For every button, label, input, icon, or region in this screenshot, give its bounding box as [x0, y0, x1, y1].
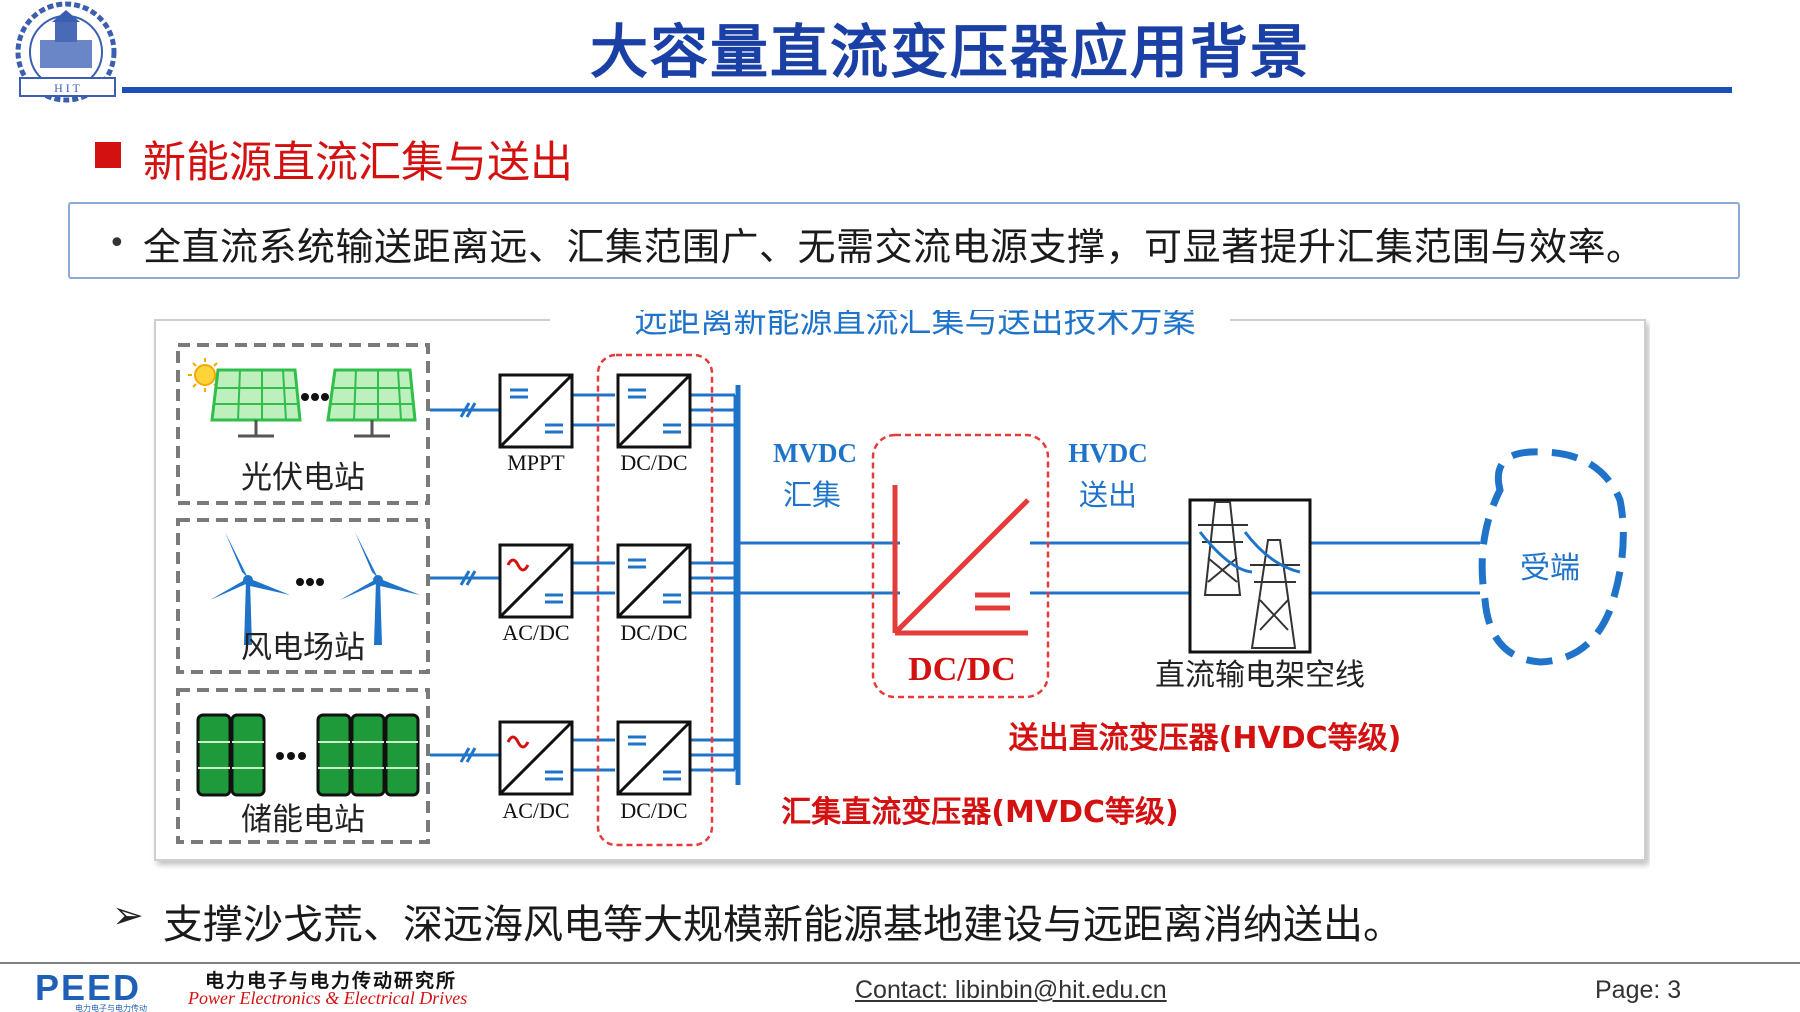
hvdc-transformer-group	[871, 433, 1050, 699]
mvdc-transformer-group	[596, 353, 714, 847]
dc-collection-diagram: 远距离新能源直流汇集与送出技术方案 光伏电站	[154, 310, 1646, 861]
pv-station-label: 光伏电站	[241, 460, 365, 496]
svg-text:H I T: H I T	[54, 81, 80, 95]
converter-icon	[616, 720, 692, 796]
transmission-line-label: 直流输电架空线	[1155, 658, 1365, 693]
page-title: 大容量直流变压器应用背景	[589, 18, 1310, 86]
key-point-bullet: •	[108, 226, 126, 261]
acdc-label-storage: AC/DC	[502, 798, 569, 823]
dcdc-label-storage: DC/DC	[620, 798, 687, 823]
large-dcdc-label: DC/DC	[908, 651, 1016, 688]
converter-icon	[616, 373, 692, 449]
mvdc-sub-label: 汇集	[783, 478, 841, 512]
storage-station-box	[176, 688, 430, 844]
transmission-tower-icon	[1188, 498, 1312, 654]
solar-panel-icon	[210, 368, 302, 438]
hvdc-sub-label: 送出	[1079, 478, 1137, 512]
converter-icon	[616, 543, 692, 619]
storage-station-label: 储能电站	[241, 802, 365, 838]
peed-logo-icon: PEED 电力电子与电力传动	[35, 968, 147, 1012]
section-heading: 新能源直流汇集与送出	[143, 138, 573, 188]
peed-logo-subtext: 电力电子与电力传动	[75, 1003, 147, 1012]
wind-station-label: 风电场站	[241, 630, 365, 666]
key-point-box	[68, 202, 1740, 279]
pv-station-box	[176, 343, 430, 505]
diagram-title: 远距离新能源直流汇集与送出技术方案	[635, 310, 1196, 340]
large-dcdc-converter-icon	[892, 485, 1030, 636]
ellipsis-icon	[296, 578, 324, 586]
ellipsis-icon	[276, 752, 306, 760]
peed-logo-text: PEED	[35, 968, 141, 1008]
contact-link[interactable]: Contact: libinbin@hit.edu.cn	[855, 976, 1167, 1004]
footer-divider	[0, 962, 1800, 964]
converter-icon	[498, 373, 574, 449]
converter-icon	[498, 720, 574, 796]
conclusion-text: 支撑沙戈荒、深远海风电等大规模新能源基地建设与远距离消纳送出。	[163, 902, 1403, 948]
battery-icon	[196, 713, 420, 797]
hvdc-transformer-caption: 送出直流变压器(HVDC等级)	[1009, 721, 1402, 756]
conclusion-arrow-icon: ➢	[112, 893, 144, 937]
receiver-label: 受端	[1520, 551, 1580, 586]
section-bullet-square	[95, 142, 121, 168]
mppt-label: MPPT	[507, 450, 565, 475]
wind-station-box	[176, 518, 430, 674]
acdc-label-wind: AC/DC	[502, 620, 569, 645]
wind-turbine-icon	[340, 532, 420, 645]
receiver-cloud-icon	[1478, 448, 1627, 666]
ellipsis-icon	[301, 393, 329, 401]
title-underline	[122, 87, 1732, 93]
wind-turbine-icon	[210, 532, 290, 645]
mvdc-label: MVDC	[773, 438, 857, 468]
dcdc-label-pv: DC/DC	[620, 450, 687, 475]
page-number: Page: 3	[1595, 976, 1682, 1004]
mvdc-transformer-caption: 汇集直流变压器(MVDC等级)	[781, 795, 1178, 830]
solar-panel-icon	[326, 368, 417, 438]
key-point-text: 全直流系统输送距离远、汇集范围广、无需交流电源支撑，可显著提升汇集范围与效率。	[143, 225, 1645, 269]
hvdc-label: HVDC	[1068, 438, 1148, 468]
dcdc-label-wind: DC/DC	[620, 620, 687, 645]
line-hash-marks	[459, 402, 477, 763]
institute-name-en: Power Electronics & Electrical Drives	[188, 988, 468, 1008]
converter-icon	[498, 543, 574, 619]
university-seal-icon: H I T	[15, 1, 117, 103]
institute-name-cn: 电力电子与电力传动研究所	[205, 970, 458, 992]
